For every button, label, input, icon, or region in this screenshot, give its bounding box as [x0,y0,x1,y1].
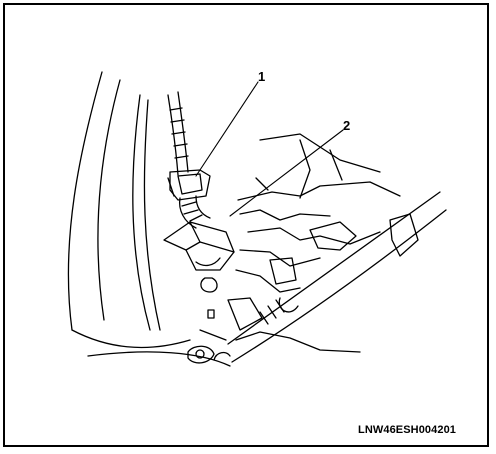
hose-clip [167,169,211,201]
hose-connector [163,221,235,319]
callout-1-label: 1 [258,69,266,84]
bolt-bracket [187,345,215,364]
engine-block [199,133,419,353]
leader-line-2 [229,129,344,217]
leader-lines [195,81,344,217]
lower-hose [213,191,447,363]
bent-hose [178,195,211,229]
body-panel [67,71,231,367]
figure-code: LNW46ESH004201 [358,424,457,436]
upper-hose [167,91,189,176]
callout-2-label: 2 [343,118,351,133]
figure-frame [3,3,489,447]
leader-line-1 [195,81,259,177]
